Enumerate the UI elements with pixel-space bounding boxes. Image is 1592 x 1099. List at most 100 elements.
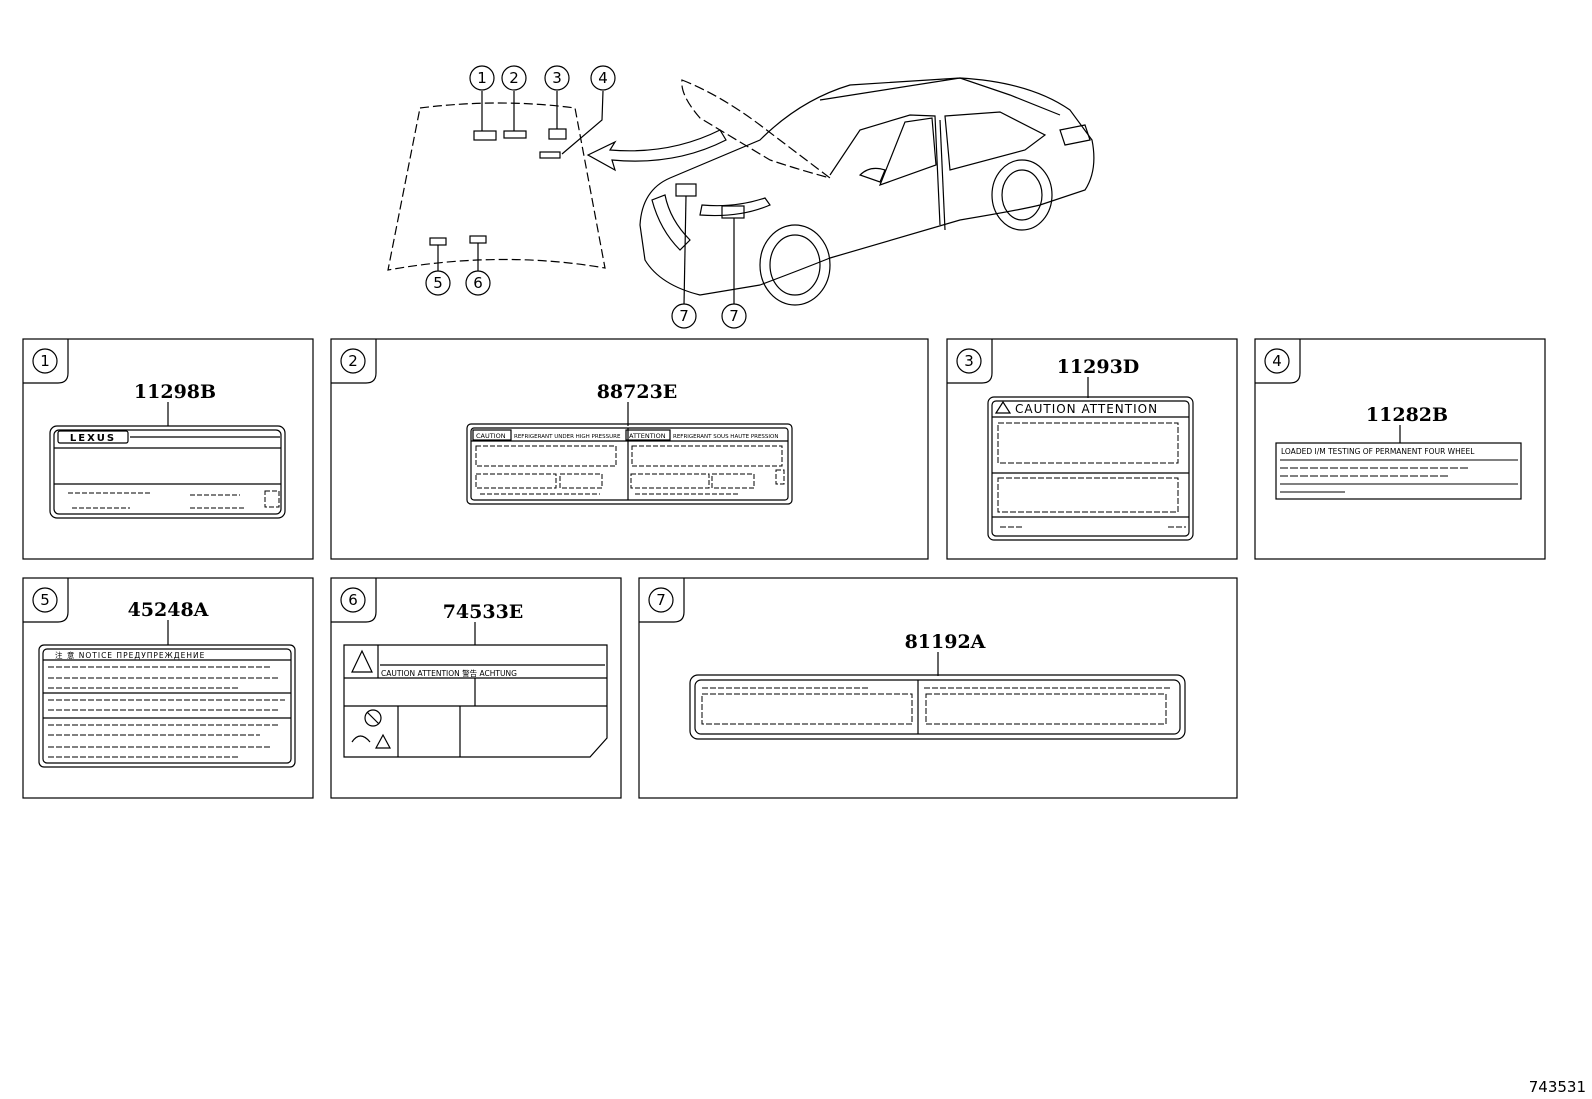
panel-7-number: 7 (656, 591, 666, 609)
callout-circle-4 (590, 65, 616, 91)
no-flame-icon (364, 709, 382, 727)
person-warning-icon (351, 733, 392, 749)
panel-3-tab (947, 339, 993, 384)
panel-7-circle (648, 587, 674, 613)
panel-1-circle (32, 348, 58, 374)
panel-5-circle (32, 587, 58, 613)
panel-4-number: 4 (1272, 352, 1282, 370)
windshield (829, 114, 941, 226)
hood-tag-right (721, 205, 745, 219)
label-11282B (1275, 425, 1522, 500)
panel-1-frame (22, 338, 314, 560)
callout-circle-7b (721, 303, 747, 329)
front-wheel (759, 224, 831, 306)
rear-wheel (991, 159, 1053, 231)
panel-6-circle (340, 587, 366, 613)
label-81192A (689, 652, 1186, 740)
leader-7a (683, 195, 687, 306)
callout-num-6: 6 (473, 274, 483, 292)
panel-5-frame (22, 577, 314, 799)
panel-5-heading: 注 意 NOTICE ПРЕДУПРЕЖДЕНИЕ (55, 650, 205, 660)
panel-2-text-a: REFRIGERANT UNDER HIGH PRESSURE (514, 434, 621, 440)
warning-triangle-icon (351, 649, 373, 673)
panel-2-warn-a: CAUTION (476, 432, 506, 440)
callout-circle-1 (469, 65, 495, 91)
panel-7-tab (639, 578, 685, 623)
panel-6-heading: CAUTION ATTENTION 警告 ACHTUNG (381, 668, 517, 678)
hood-label-5 (429, 237, 447, 246)
hood-outline (387, 102, 606, 271)
panel-2-text-b: REFRIGERANT SOUS HAUTE PRESSION (673, 434, 778, 440)
door-line (939, 119, 946, 231)
label-45248A (38, 620, 296, 768)
part-number-5: 45248A (128, 599, 209, 621)
panel-5-tab (23, 578, 69, 623)
grille (651, 194, 691, 251)
hood-tag-left (675, 183, 697, 197)
callout-circle-6 (465, 270, 491, 296)
callout-num-7a: 7 (679, 307, 689, 325)
panel-6-tab (331, 578, 377, 623)
panel-5-number: 5 (40, 591, 50, 609)
callout-num-5: 5 (433, 274, 443, 292)
panel-1-tab (23, 339, 69, 384)
panel-4-heading: LOADED I/M TESTING OF PERMANENT FOUR WHE… (1281, 447, 1475, 456)
hood-label-6 (469, 235, 487, 244)
label-88723E (466, 402, 793, 505)
callout-circle-5 (425, 270, 451, 296)
callout-num-2: 2 (509, 69, 519, 87)
car-body (639, 77, 1095, 296)
direction-arrow (586, 129, 727, 172)
rear-wheel-rim (1001, 169, 1043, 221)
roof-line (819, 77, 1061, 116)
callout-num-1: 1 (477, 69, 487, 87)
top-callouts (425, 65, 747, 329)
panel-6-number: 6 (348, 591, 358, 609)
panel-3-number: 3 (964, 352, 974, 370)
panel-2-circle (340, 348, 366, 374)
panel-7-frame (638, 577, 1238, 799)
car-illustration (639, 77, 1095, 306)
hood-underside-view (387, 90, 606, 271)
leader-4 (561, 90, 604, 155)
part-number-4: 11282B (1366, 404, 1448, 426)
hood-label-2 (503, 130, 527, 139)
lexus-logo: LEXUS (70, 433, 116, 444)
panel-2-warn-b: ATTENTION (629, 432, 666, 440)
callout-num-7b: 7 (729, 307, 739, 325)
panel-4-frame (1254, 338, 1546, 560)
panel-3-heading: CAUTION ATTENTION (1015, 402, 1158, 416)
callout-circle-7a (671, 303, 697, 329)
label-74533E (343, 622, 608, 758)
open-hood (681, 79, 831, 179)
part-number-2: 88723E (597, 381, 678, 403)
panel-4-circle (1264, 348, 1290, 374)
panel-1-number: 1 (40, 352, 50, 370)
panel-3-circle (956, 348, 982, 374)
side-window-front (878, 117, 937, 187)
diagram-id: 743531 (1529, 1078, 1586, 1096)
front-wheel-rim (769, 234, 821, 296)
callout-num-3: 3 (552, 69, 562, 87)
panel-2-frame (330, 338, 929, 560)
hood-label-3 (548, 128, 567, 140)
panel-4-tab (1255, 339, 1301, 384)
side-window (944, 111, 1047, 171)
label-11298B (49, 402, 286, 519)
taillight (1059, 124, 1091, 146)
callout-num-4: 4 (598, 69, 608, 87)
panel-6-frame (330, 577, 622, 799)
part-number-6: 74533E (443, 601, 524, 623)
part-number-1: 11298B (134, 381, 216, 403)
label-11293D (987, 377, 1194, 541)
headlight (699, 197, 771, 217)
panel-3-frame (946, 338, 1238, 560)
hood-label-1 (473, 130, 497, 141)
callout-circle-2 (501, 65, 527, 91)
part-number-3: 11293D (1057, 356, 1140, 378)
panel-2-tab (331, 339, 377, 384)
part-number-7: 81192A (905, 631, 986, 653)
panel-2-number: 2 (348, 352, 358, 370)
callout-circle-3 (544, 65, 570, 91)
